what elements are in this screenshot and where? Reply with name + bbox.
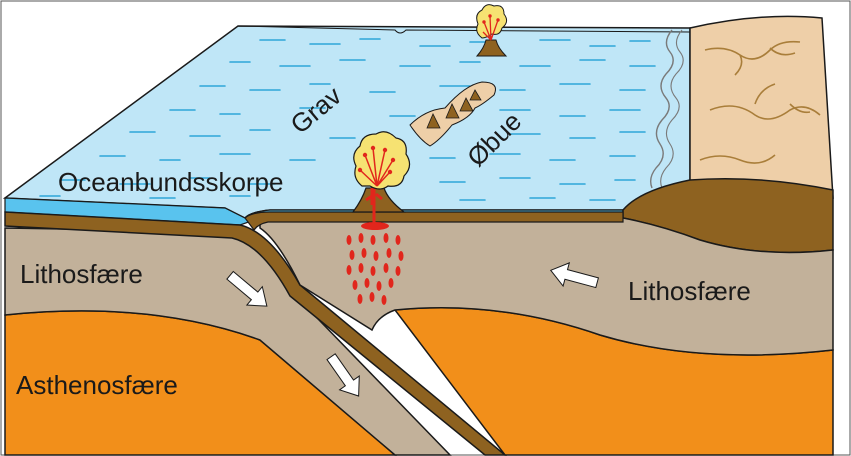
magma-drops: [346, 233, 404, 305]
label-lithosphere-left: Lithosfære: [20, 259, 143, 289]
continent-rivers: [699, 40, 821, 164]
volcano-icon-small: [475, 4, 508, 57]
arrow-icon-right: [549, 262, 600, 289]
island-arc: [409, 81, 496, 147]
lithosphere-right: [259, 217, 834, 356]
volcano-icon: [351, 131, 411, 226]
water-ripples: [39, 38, 656, 201]
trench-line: [237, 25, 691, 34]
label-oceanic-crust: Oceanbundsskorpe: [58, 167, 283, 197]
shoreline-inner: [660, 29, 684, 189]
label-lithosphere-right: Lithosfære: [628, 276, 751, 306]
overriding-crust: [244, 211, 624, 232]
arrow-icon-left-bottom: [326, 353, 360, 397]
arrow-icon-left-top: [226, 270, 268, 307]
continent-surface: [689, 15, 834, 201]
shoreline: [649, 29, 674, 189]
oceanic-crust-band: [4, 211, 508, 456]
label-asthenosphere: Asthenosfære: [16, 370, 178, 400]
